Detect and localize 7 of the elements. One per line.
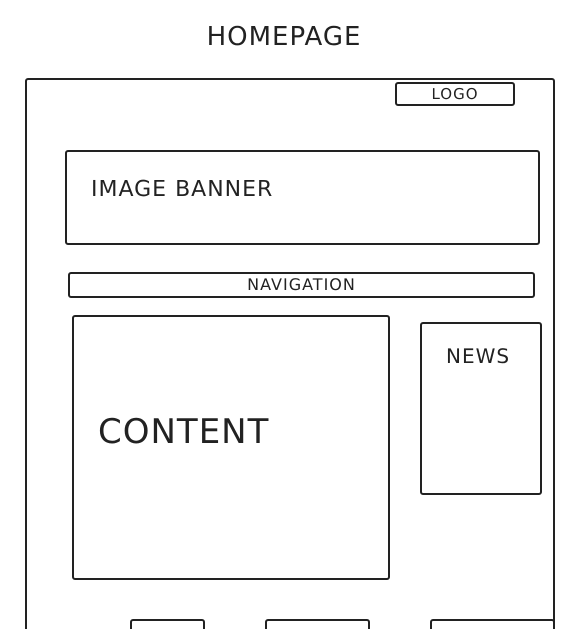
content-area: CONTENT — [72, 315, 390, 580]
page-title: HOMEPAGE — [206, 22, 362, 52]
wireframe-banner-area: IMAGE BANNER — [65, 150, 540, 245]
header-corner-box: LOGO — [395, 82, 515, 106]
news-panel: NEWS — [420, 322, 542, 495]
navigation-bar: NAVIGATION — [68, 272, 535, 298]
page-frame — [25, 78, 555, 629]
